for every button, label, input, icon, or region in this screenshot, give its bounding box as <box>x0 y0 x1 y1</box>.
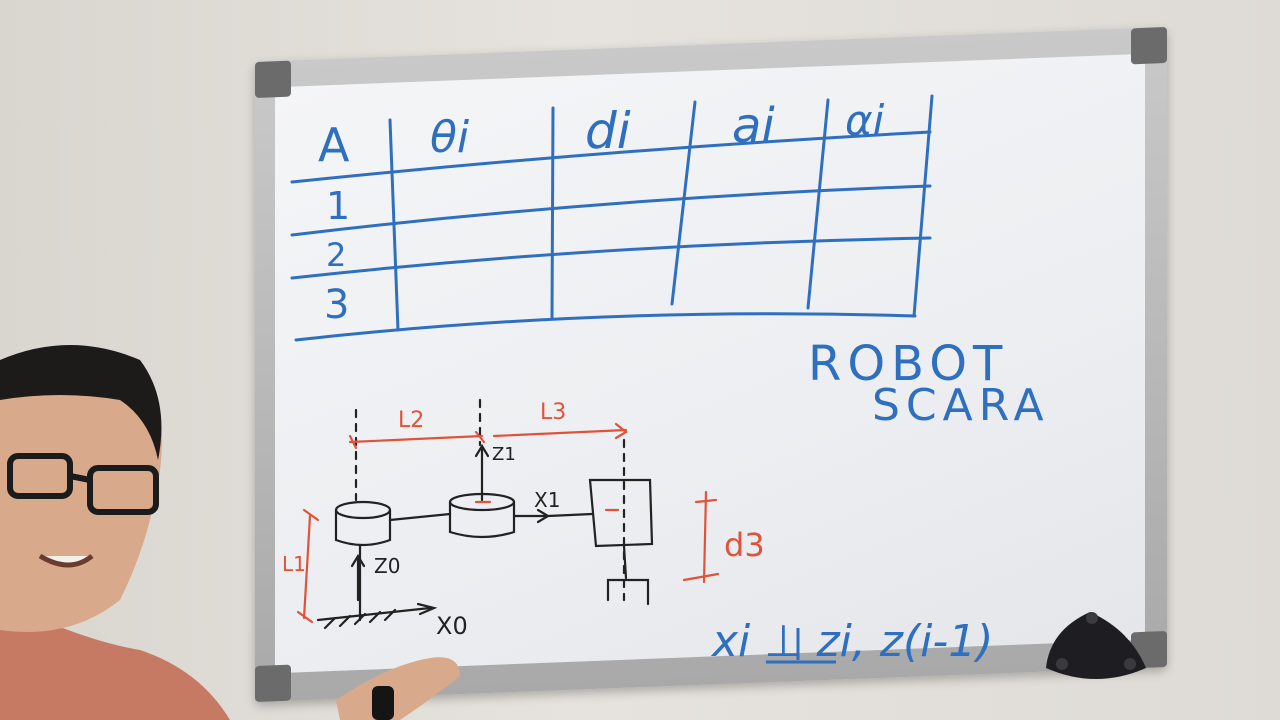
table-line <box>294 312 917 342</box>
label-z1: Z1 <box>492 444 516 465</box>
label-x1: X1 <box>534 488 561 512</box>
joint-1 <box>334 508 392 547</box>
table-header-alpha: αi <box>845 96 885 145</box>
prismatic-joint <box>588 478 654 548</box>
link-3 <box>546 512 594 518</box>
table-row-label: 2 <box>326 236 347 274</box>
d3-dimension <box>682 490 720 584</box>
table-line <box>388 118 400 332</box>
perpendicular-formula: xi ⊥ zi, z(i-1) <box>712 616 994 667</box>
table-line <box>550 106 555 320</box>
joint-2 <box>448 500 516 539</box>
label-z0: Z0 <box>374 554 401 578</box>
table-line <box>670 100 697 306</box>
l2-dimension <box>348 430 486 450</box>
table-line <box>290 236 932 280</box>
table-line <box>290 184 932 237</box>
label-l1: L1 <box>282 552 306 576</box>
table-line <box>806 98 830 310</box>
l1-dimension <box>296 508 320 624</box>
label-x0: X0 <box>436 612 468 640</box>
z1-arrow <box>474 443 490 502</box>
robot-title-line1: ROBOT <box>808 336 1009 392</box>
table-header-a: A <box>318 118 350 172</box>
end-effector-rod <box>622 544 628 580</box>
table-header-d: di <box>585 102 631 160</box>
table-row-label: 1 <box>326 184 351 228</box>
link-2 <box>388 512 452 522</box>
joint-marker <box>474 500 620 512</box>
table-line <box>290 130 932 184</box>
end-effector <box>606 578 650 606</box>
label-l2: L2 <box>398 408 425 433</box>
robot-base <box>316 606 432 622</box>
table-row-label: 3 <box>324 282 350 328</box>
label-l3: L3 <box>540 400 567 425</box>
x0-arrow <box>416 602 438 616</box>
robot-title-line2: SCARA <box>872 380 1050 431</box>
z0-arrow <box>350 553 366 602</box>
perpendicular-symbol <box>766 628 836 664</box>
label-d3: d3 <box>724 526 765 564</box>
table-line <box>912 94 934 318</box>
table-header-a-i: ai <box>732 98 775 154</box>
l3-dimension <box>492 422 628 440</box>
table-header-theta: θi <box>430 112 470 163</box>
